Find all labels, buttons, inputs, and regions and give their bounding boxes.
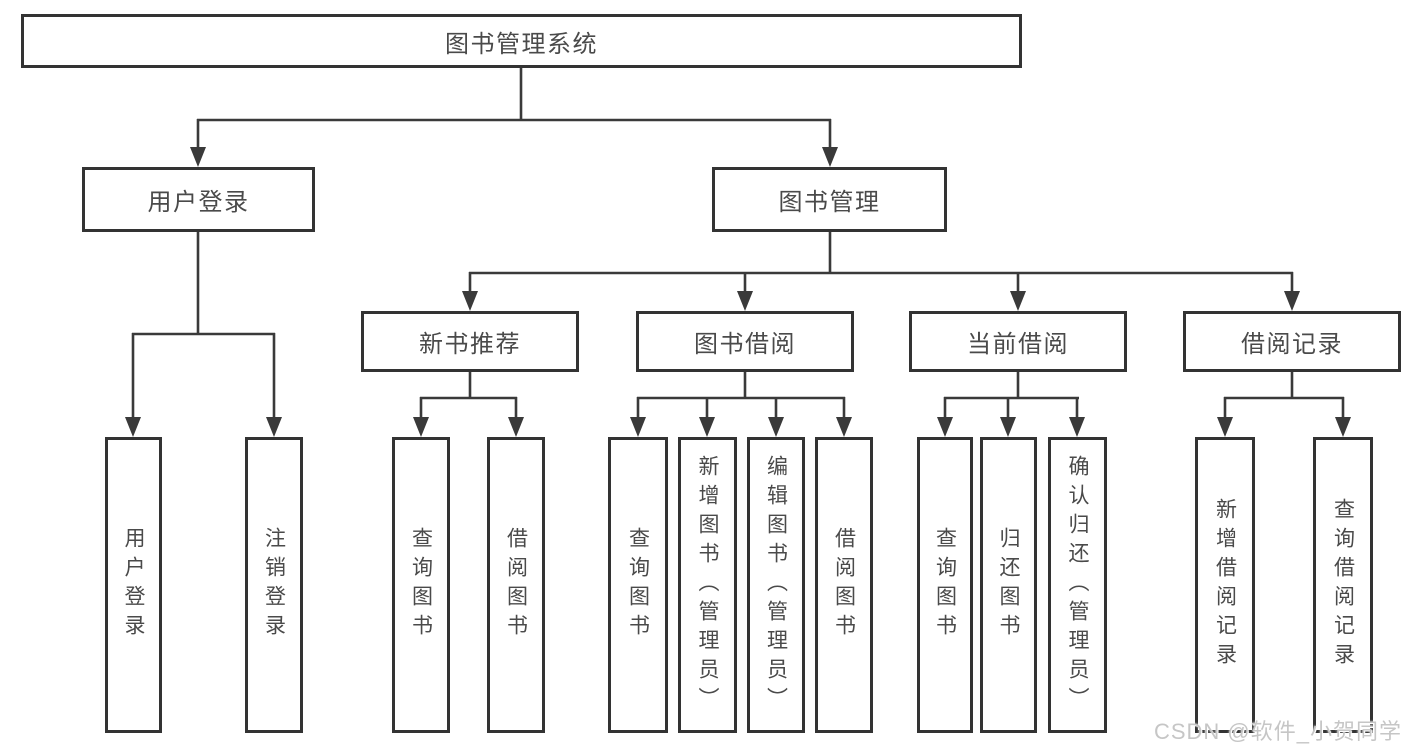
leaf-query-borrow-record: 查询借阅记录 <box>1313 437 1373 733</box>
node-label: 编辑图书（管理员） <box>764 454 788 716</box>
leaf-logout: 注销登录 <box>245 437 303 733</box>
node-new-book-recommendation: 新书推荐 <box>361 311 579 372</box>
node-label: 图书借阅 <box>694 331 796 358</box>
node-label: 图书管理系统 <box>445 30 598 58</box>
node-label: 用户登录 <box>122 527 146 643</box>
leaf-add-borrow-record: 新增借阅记录 <box>1195 437 1255 733</box>
node-book-management: 图书管理 <box>712 167 947 232</box>
node-label: 当前借阅 <box>967 331 1069 358</box>
leaf-add-book-admin: 新增图书（管理员） <box>678 437 737 733</box>
node-label: 查询借阅记录 <box>1331 498 1355 672</box>
node-book-borrowing: 图书借阅 <box>636 311 854 372</box>
node-label: 新书推荐 <box>419 331 521 358</box>
node-label: 查询图书 <box>626 527 650 643</box>
csdn-watermark: CSDN @软件_小贺同学 <box>1153 719 1402 744</box>
leaf-query-books-borrow: 查询图书 <box>608 437 668 733</box>
node-label: 新增图书（管理员） <box>696 454 720 716</box>
node-label: 确认归还（管理员） <box>1066 454 1090 716</box>
leaf-user-login: 用户登录 <box>105 437 162 733</box>
node-label: 新增借阅记录 <box>1213 498 1237 672</box>
leaf-query-books-current: 查询图书 <box>917 437 973 733</box>
node-label: 归还图书 <box>997 527 1021 643</box>
node-label: 借阅图书 <box>504 527 528 643</box>
leaf-query-books-recommend: 查询图书 <box>392 437 450 733</box>
leaf-borrow-books: 借阅图书 <box>815 437 873 733</box>
node-label: 图书管理 <box>778 189 881 216</box>
node-borrowing-records: 借阅记录 <box>1183 311 1401 372</box>
node-label: 用户登录 <box>147 189 250 216</box>
node-label: 借阅记录 <box>1241 331 1343 358</box>
leaf-borrow-books-recommend: 借阅图书 <box>487 437 545 733</box>
leaf-return-book: 归还图书 <box>980 437 1037 733</box>
leaf-confirm-return-admin: 确认归还（管理员） <box>1048 437 1107 733</box>
node-current-borrowing: 当前借阅 <box>909 311 1127 372</box>
node-label: 借阅图书 <box>832 527 856 643</box>
node-library-management-system: 图书管理系统 <box>21 14 1022 68</box>
node-label: 注销登录 <box>262 527 286 643</box>
node-user-login: 用户登录 <box>82 167 315 232</box>
node-label: 查询图书 <box>933 527 957 643</box>
leaf-edit-book-admin: 编辑图书（管理员） <box>747 437 805 733</box>
node-label: 查询图书 <box>409 527 433 643</box>
